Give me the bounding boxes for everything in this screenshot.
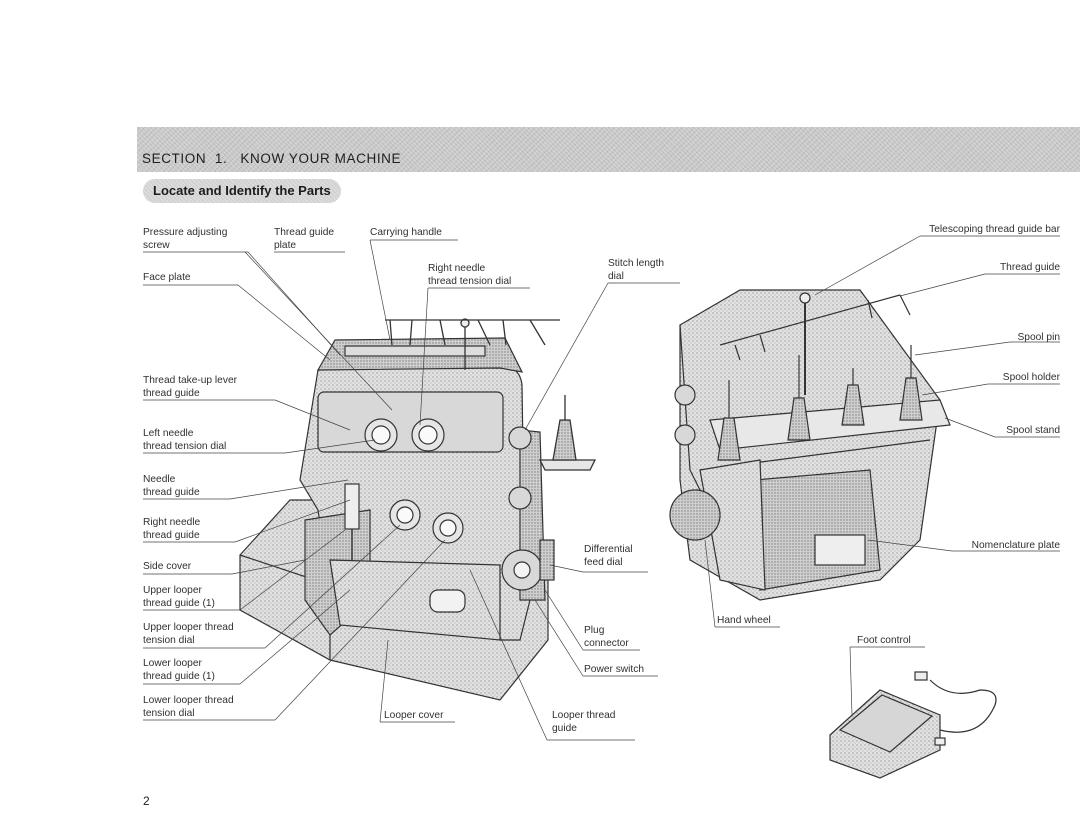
label-thread-guide: Thread guide — [999, 262, 1060, 273]
front-dials — [364, 418, 555, 591]
label-hand-wheel: Hand wheel — [717, 615, 771, 626]
leader-lines — [143, 235, 1060, 741]
page-number: 2 — [143, 794, 150, 808]
label-telescoping-thread-guide-bar: Telescoping thread guide bar — [929, 224, 1060, 235]
label-side-cover: Side cover — [143, 561, 192, 572]
label-spool-pin: Spool pin — [1017, 332, 1060, 343]
label-spool-holder: Spool holder — [1002, 372, 1060, 383]
label-face-plate: Face plate — [143, 272, 191, 283]
front-thread-stand — [385, 318, 597, 471]
foot-control — [829, 671, 997, 779]
front-machine — [239, 337, 549, 701]
subheading: Locate and Identify the Parts — [143, 179, 341, 203]
section-header-band — [137, 127, 1080, 172]
label-foot-control: Foot control — [857, 635, 911, 646]
label-nomenclature-plate: Nomenclature plate — [971, 540, 1060, 551]
section-title: SECTION 1. KNOW YOUR MACHINE — [142, 151, 402, 166]
label-power-switch: Power switch — [584, 664, 645, 675]
back-spools — [717, 292, 923, 461]
label-spool-stand: Spool stand — [1006, 425, 1060, 436]
label-looper-cover: Looper cover — [384, 710, 444, 721]
label-carrying-handle: Carrying handle — [370, 227, 442, 238]
back-machine — [669, 289, 951, 601]
